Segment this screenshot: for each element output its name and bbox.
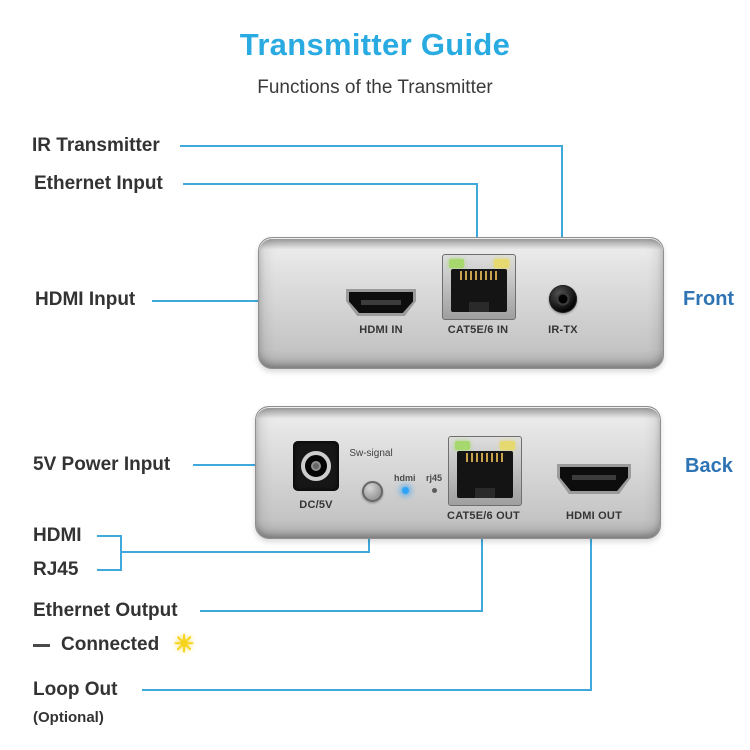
callout-line-ethernet-in-v <box>476 183 478 255</box>
ethernet-in-port-label: CAT5E/6 IN <box>447 324 509 336</box>
led-yellow-icon <box>500 441 515 450</box>
label-hdmi: HDMI <box>33 525 82 546</box>
callout-line-rj45-stub <box>97 569 122 571</box>
led-green-icon <box>455 441 470 450</box>
sw-signal-label: Sw-signal <box>349 448 393 459</box>
led-yellow-icon <box>494 259 509 268</box>
callout-line-ir-v <box>561 145 563 286</box>
label-loop-out: Loop Out <box>33 679 118 700</box>
view-label-back: Back <box>685 455 733 477</box>
dc-power-jack <box>293 441 339 491</box>
dc-barrel-icon <box>301 451 331 481</box>
label-ir-transmitter: IR Transmitter <box>32 135 160 156</box>
label-loop-out-note: (Optional) <box>33 709 104 726</box>
label-ethernet-output: Ethernet Output <box>33 600 178 621</box>
ethernet-in-port <box>442 254 516 320</box>
hdmi-in-port <box>346 289 416 316</box>
dc-port-label: DC/5V <box>299 499 333 511</box>
callout-line-loop-v <box>590 538 592 691</box>
label-ethernet-input: Ethernet Input <box>34 173 163 194</box>
callout-line-bracket <box>120 535 122 571</box>
back-panel-device: DC/5V Sw-signal hdmi rj45 CAT5E/6 OUT HD… <box>255 406 661 539</box>
page-subtitle: Functions of the Transmitter <box>257 77 493 98</box>
led-off-icon <box>432 488 437 493</box>
connected-dash <box>33 643 50 647</box>
ethernet-out-port-label: CAT5E/6 OUT <box>447 510 520 522</box>
callout-line-loop-h <box>142 689 592 691</box>
sw-signal-button <box>362 481 383 502</box>
indicator-rj45-label: rj45 <box>426 473 443 483</box>
label-power-input: 5V Power Input <box>33 454 171 475</box>
led-blue-icon <box>402 487 409 494</box>
sun-icon: ☀ <box>173 631 195 658</box>
callout-line-hdmi-stub <box>97 535 122 537</box>
callout-line-switch-h <box>120 551 369 553</box>
ir-tx-port-label: IR-TX <box>548 324 578 336</box>
label-rj45: RJ45 <box>33 559 79 580</box>
callout-line-hdmi-in <box>152 300 343 302</box>
label-hdmi-input: HDMI Input <box>35 289 136 310</box>
connected-text: Connected <box>61 634 160 656</box>
callout-line-power <box>193 464 293 466</box>
rj45-cavity <box>451 269 507 312</box>
label-connected: Connected ☀ <box>33 631 195 658</box>
indicator-hdmi-label: hdmi <box>394 473 416 483</box>
view-label-front: Front <box>683 288 735 310</box>
page-title: Transmitter Guide <box>239 27 511 62</box>
ir-tx-jack <box>549 285 577 313</box>
led-green-icon <box>449 259 464 268</box>
callout-line-ethernet-out-h <box>200 610 483 612</box>
hdmi-out-port-label: HDMI OUT <box>566 510 622 522</box>
ethernet-out-port <box>448 436 522 506</box>
callout-line-ir-h <box>180 145 562 147</box>
front-panel-device: HDMI IN CAT5E/6 IN IR-TX <box>258 237 664 369</box>
hdmi-out-port <box>557 464 631 494</box>
callout-line-ethernet-in-h <box>183 183 476 185</box>
callout-line-ethernet-out-v <box>481 538 483 612</box>
hdmi-in-port-label: HDMI IN <box>359 324 403 336</box>
rj45-cavity <box>457 451 513 498</box>
